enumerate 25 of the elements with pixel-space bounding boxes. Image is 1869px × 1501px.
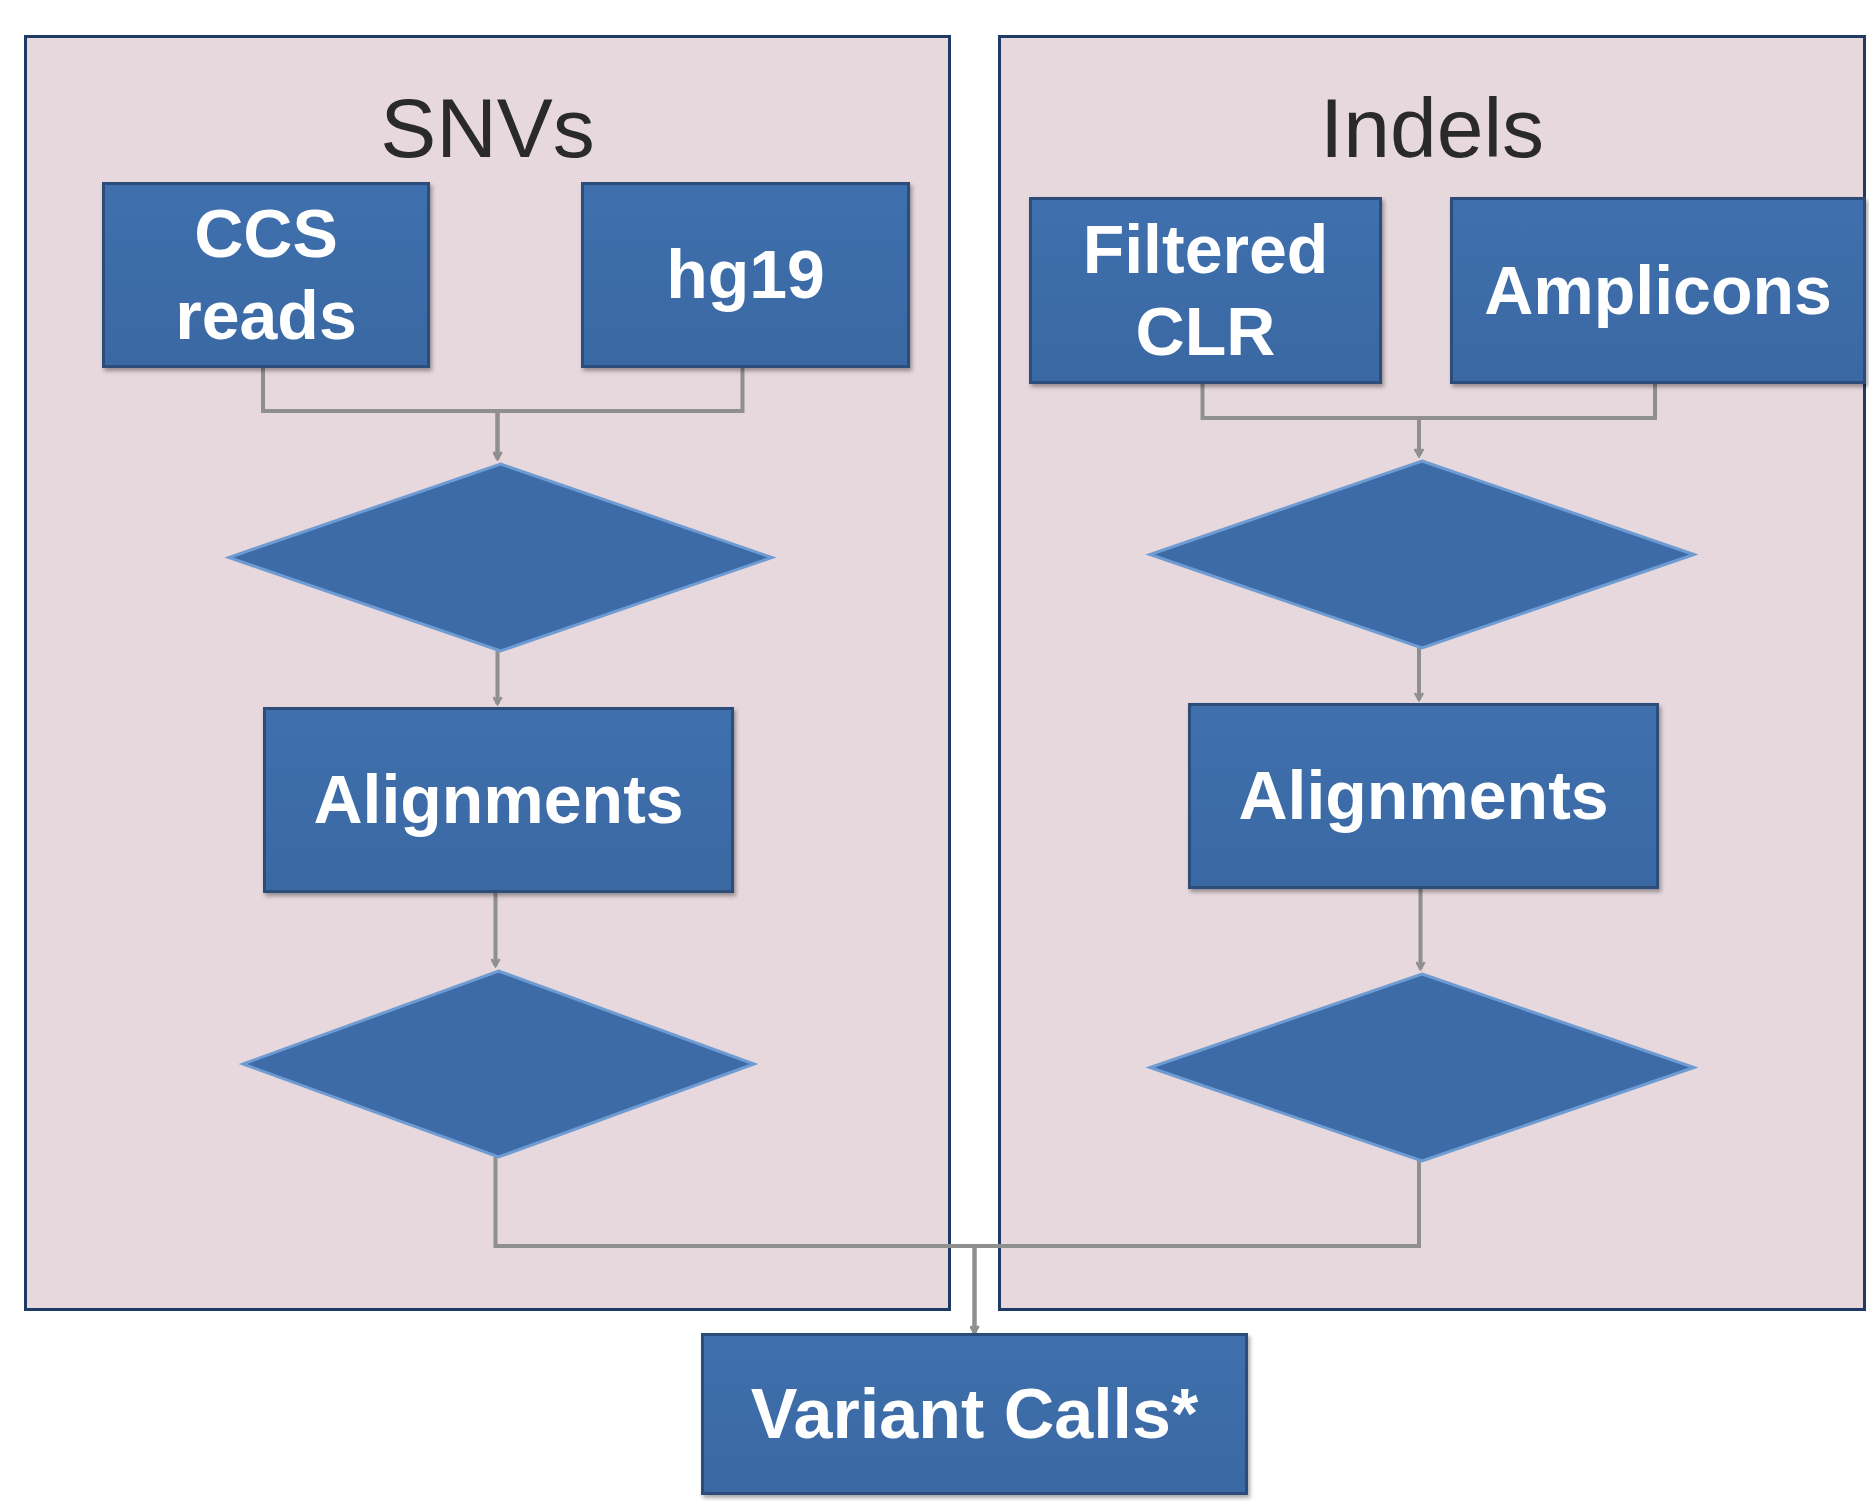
panel-title: SNVs (379, 86, 596, 170)
connector-arrow (1413, 381, 1657, 458)
connector-arrow (1415, 886, 1426, 971)
connector-arrow (492, 365, 745, 461)
process-box (1450, 197, 1866, 384)
connector-arrow (1413, 647, 1425, 702)
box-label: Alignments (1237, 756, 1610, 836)
connector-arrow (490, 890, 501, 968)
process-box (581, 182, 910, 368)
box-label: Variant Calls* (749, 1374, 1200, 1455)
process-box (263, 707, 734, 893)
panel-title: Indels (1318, 86, 1546, 170)
box-label: Filtered CLR (1081, 209, 1330, 371)
group-panel (998, 35, 1866, 1311)
box-label: Amplicons (1483, 250, 1833, 330)
connector-arrow (969, 1160, 1421, 1335)
group-panel (24, 35, 951, 1311)
box-label: hg19 (665, 235, 826, 315)
process-box (102, 182, 430, 368)
box-label: Alignments (312, 760, 685, 840)
process-box (1029, 197, 1382, 384)
connector-arrow (492, 650, 503, 706)
process-box (701, 1333, 1248, 1495)
process-box (1188, 703, 1659, 889)
box-label: CCS reads (174, 194, 358, 355)
